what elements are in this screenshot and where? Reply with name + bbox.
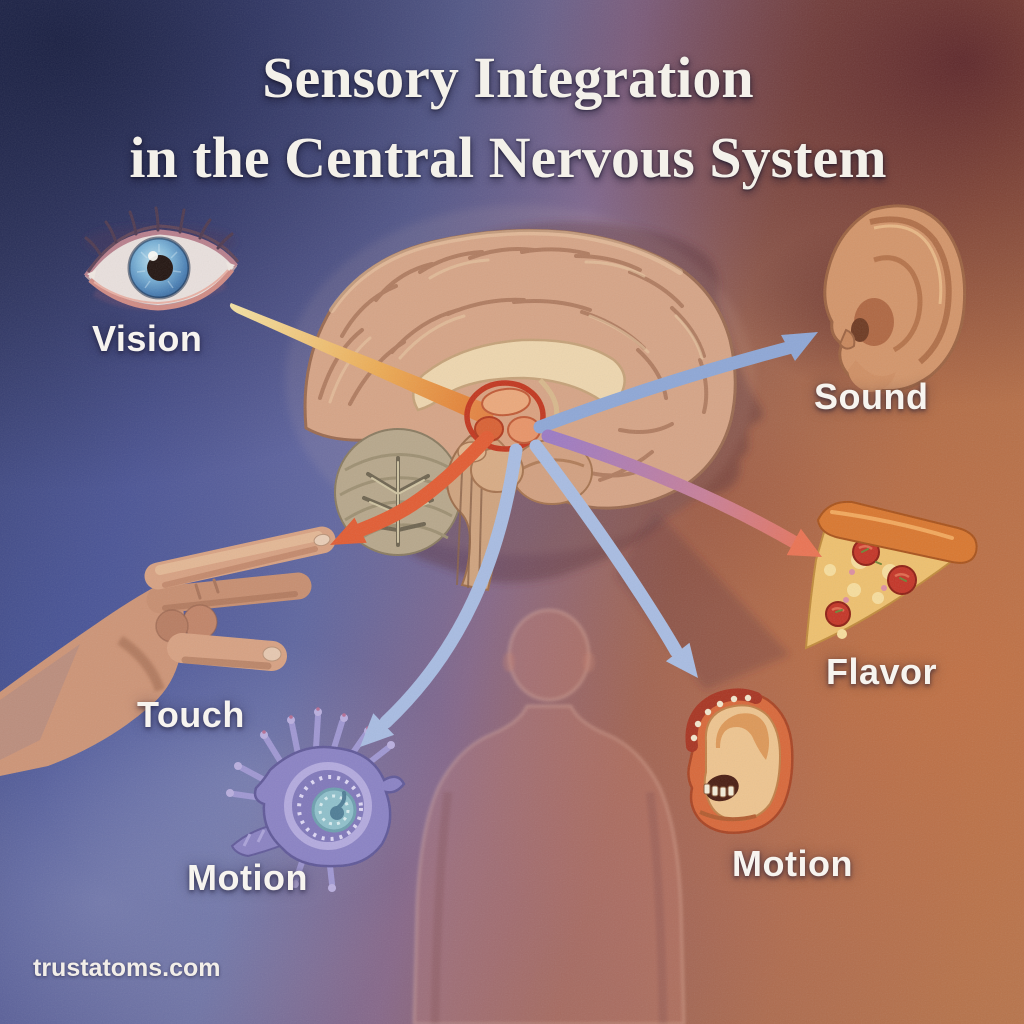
- label-motion-right: Motion: [732, 843, 853, 884]
- watermark: trustatoms.com: [33, 954, 221, 982]
- label-sound: Sound: [814, 376, 929, 417]
- label-motion-left: Motion: [187, 857, 308, 898]
- title-line-2: in the Central Nervous System: [129, 125, 887, 191]
- label-vision: Vision: [92, 318, 203, 359]
- label-flavor: Flavor: [826, 651, 938, 692]
- label-touch: Touch: [137, 694, 245, 735]
- page-title: Sensory Integration in the Central Nervo…: [129, 38, 886, 198]
- title-line-1: Sensory Integration: [262, 45, 754, 110]
